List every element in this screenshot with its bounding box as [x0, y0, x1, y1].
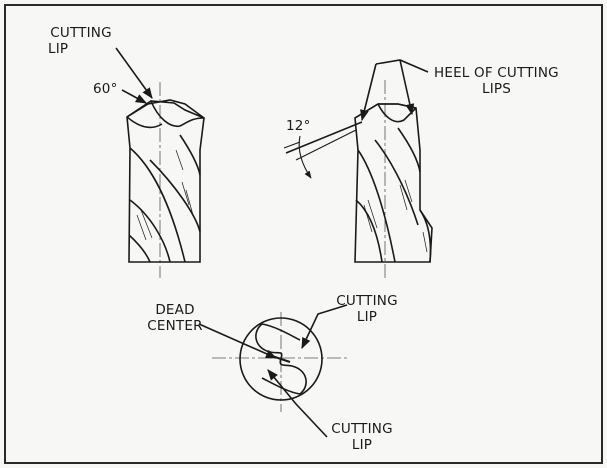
angle-12-label: 12°: [286, 118, 311, 134]
right-drill: [283, 59, 433, 280]
right-drill-outline: [354, 103, 433, 263]
angle-60-label: 60°: [93, 81, 118, 97]
end-view: [198, 304, 350, 438]
heel-label: HEEL OF CUTTING LIPS: [434, 65, 559, 97]
cutting-lip-label-right: CUTTING LIP: [327, 293, 407, 325]
cutting-lip-label-top: CUTTING LIP: [36, 25, 126, 57]
page-frame: [4, 4, 603, 464]
heel-line2: LIPS: [482, 81, 512, 97]
dead-center-line1: DEAD: [155, 302, 195, 318]
cutting-lip-right-line2: LIP: [356, 309, 378, 325]
left-drill: [115, 47, 205, 278]
dead-center-label: DEAD CENTER: [140, 302, 210, 334]
cutting-lip-right-line1: CUTTING: [336, 293, 398, 309]
cutting-lip-bottom-line2: LIP: [351, 437, 373, 453]
end-view-circle: [239, 317, 323, 401]
dead-center-line2: CENTER: [147, 318, 203, 334]
heel-line1: HEEL OF CUTTING: [434, 65, 559, 81]
cutting-lip-label-bottom: CUTTING LIP: [322, 421, 402, 453]
cutting-lip-top-line1: CUTTING: [50, 25, 112, 41]
cutting-lip-top-line2: LIP: [48, 41, 69, 57]
cutting-lip-bottom-line1: CUTTING: [331, 421, 393, 437]
